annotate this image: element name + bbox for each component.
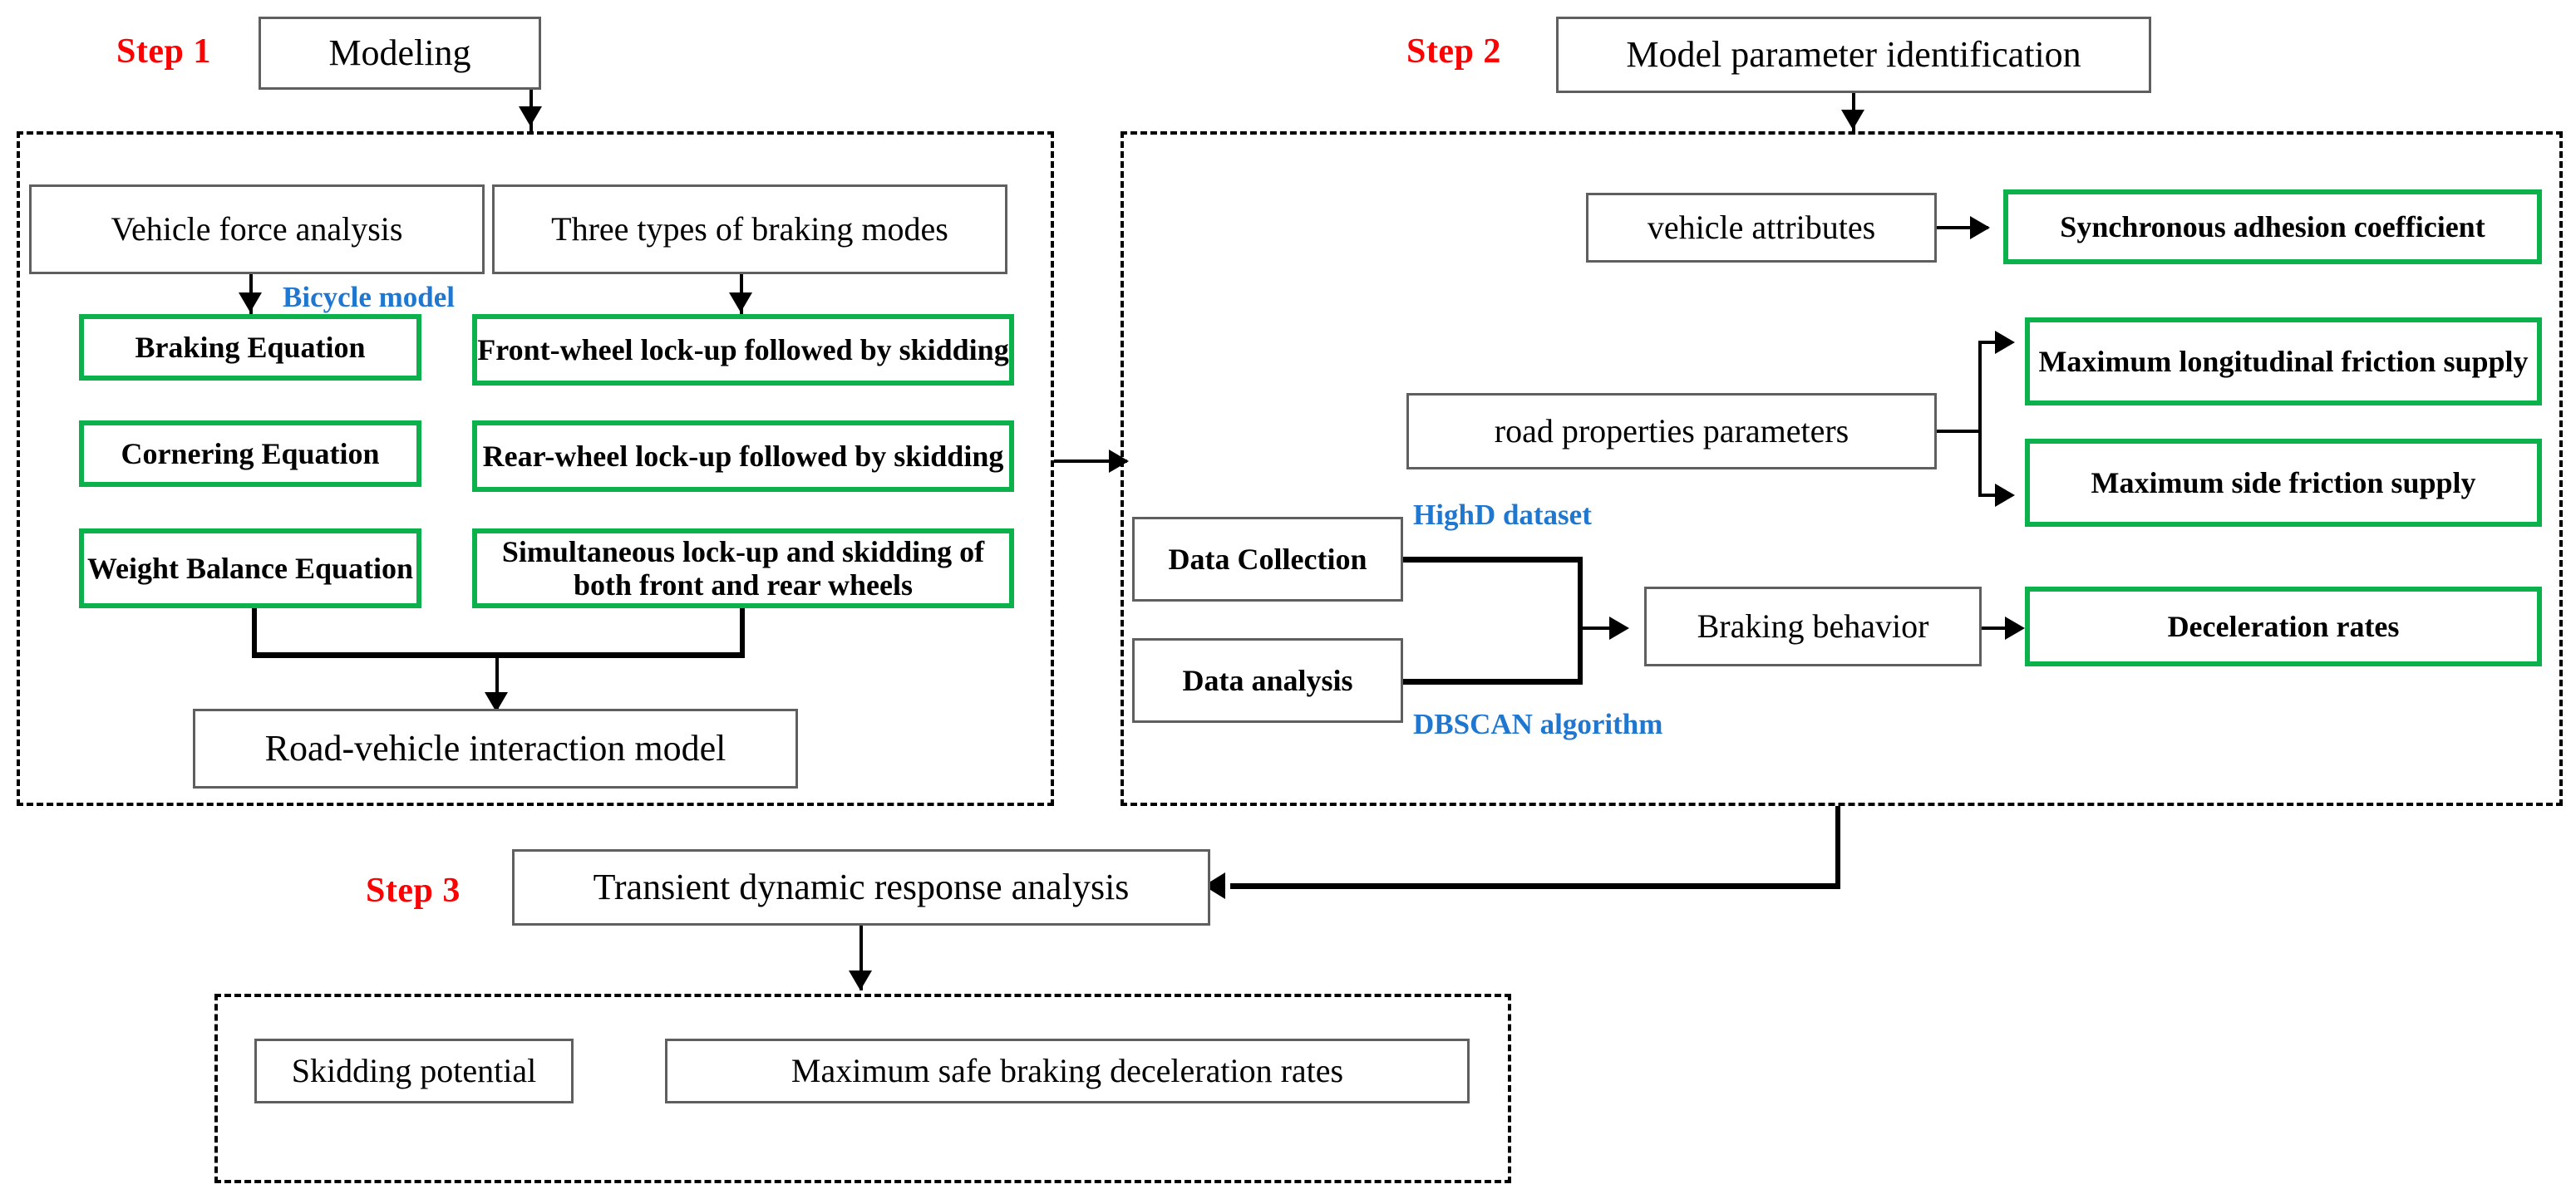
front-wheel-lockup-box: Front-wheel lock-up followed by skidding (472, 314, 1014, 386)
data-collection-box: Data Collection (1132, 517, 1403, 602)
cornering-equation-box: Cornering Equation (79, 420, 421, 487)
skidding-potential-box: Skidding potential (254, 1039, 574, 1103)
step1-header-modeling: Modeling (259, 17, 541, 90)
deceleration-rates-box: Deceleration rates (2025, 587, 2542, 666)
step-3-label: Step 3 (366, 872, 461, 910)
arrow-modes-down (729, 292, 752, 312)
step2-header-box: Model parameter identification (1556, 17, 2151, 93)
connector-braking-decel (1982, 627, 2017, 630)
step-2-label: Step 2 (1406, 32, 1501, 71)
connector-merge-down (495, 652, 499, 709)
connector-data-to-braking (1578, 627, 1621, 630)
arrow-step2-header-down (1841, 110, 1864, 130)
step3-container (214, 994, 1511, 1183)
three-braking-modes-box: Three types of braking modes (492, 184, 1007, 274)
dbscan-algorithm-annotation: DBSCAN algorithm (1413, 708, 1663, 740)
simultaneous-lockup-box: Simultaneous lock-up and skidding of bot… (472, 528, 1014, 608)
data-analysis-box: Data analysis (1132, 638, 1403, 723)
connector-road-vertical (1978, 341, 1982, 497)
braking-behavior-box: Braking behavior (1644, 587, 1982, 666)
connector-step2-step3-horizontal (1230, 883, 1840, 889)
connector-weight-down (252, 608, 257, 656)
connector-vehattr-sync (1937, 226, 1988, 229)
step3-header-box: Transient dynamic response analysis (512, 849, 1210, 926)
connector-simul-down (740, 608, 745, 656)
vehicle-attributes-box: vehicle attributes (1586, 193, 1937, 263)
arrow-braking-decel (2005, 617, 2025, 640)
arrow-road-longitudinal (1995, 331, 2015, 354)
weight-balance-equation-box: Weight Balance Equation (79, 528, 421, 608)
arrow-step3-down (849, 971, 872, 990)
step-1-label: Step 1 (116, 32, 211, 71)
arrow-step1-step2 (1109, 450, 1129, 473)
arrow-road-side (1995, 484, 2015, 507)
step1-container (17, 131, 1054, 806)
rear-wheel-lockup-box: Rear-wheel lock-up followed by skidding (472, 420, 1014, 492)
arrow-vehattr-sync (1970, 216, 1990, 239)
vehicle-force-analysis-box: Vehicle force analysis (29, 184, 485, 274)
max-safe-braking-box: Maximum safe braking deceleration rates (665, 1039, 1470, 1103)
max-side-friction-box: Maximum side friction supply (2025, 439, 2542, 527)
max-longitudinal-friction-box: Maximum longitudinal friction supply (2025, 317, 2542, 405)
arrow-data-to-braking (1609, 617, 1629, 640)
connector-road-trunk (1937, 430, 1982, 433)
connector-road-top-branch (1978, 341, 2007, 344)
bicycle-model-annotation: Bicycle model (283, 281, 456, 313)
road-properties-box: road properties parameters (1406, 393, 1937, 469)
road-vehicle-interaction-model-box: Road-vehicle interaction model (193, 709, 798, 789)
arrow-vfa-down (239, 292, 262, 312)
arrow-modeling-down (519, 106, 542, 126)
braking-equation-box: Braking Equation (79, 314, 421, 381)
highd-dataset-annotation: HighD dataset (1413, 499, 1592, 531)
connector-road-bottom-branch (1978, 494, 2007, 497)
connector-step3-down (859, 926, 863, 990)
connector-dc-right (1403, 557, 1583, 563)
connector-data-merge-vertical (1578, 557, 1583, 682)
connector-step1-step2 (1054, 459, 1127, 463)
synchronous-adhesion-box: Synchronous adhesion coefficient (2003, 189, 2542, 264)
connector-step2-down (1835, 806, 1840, 889)
connector-da-right (1403, 679, 1583, 685)
